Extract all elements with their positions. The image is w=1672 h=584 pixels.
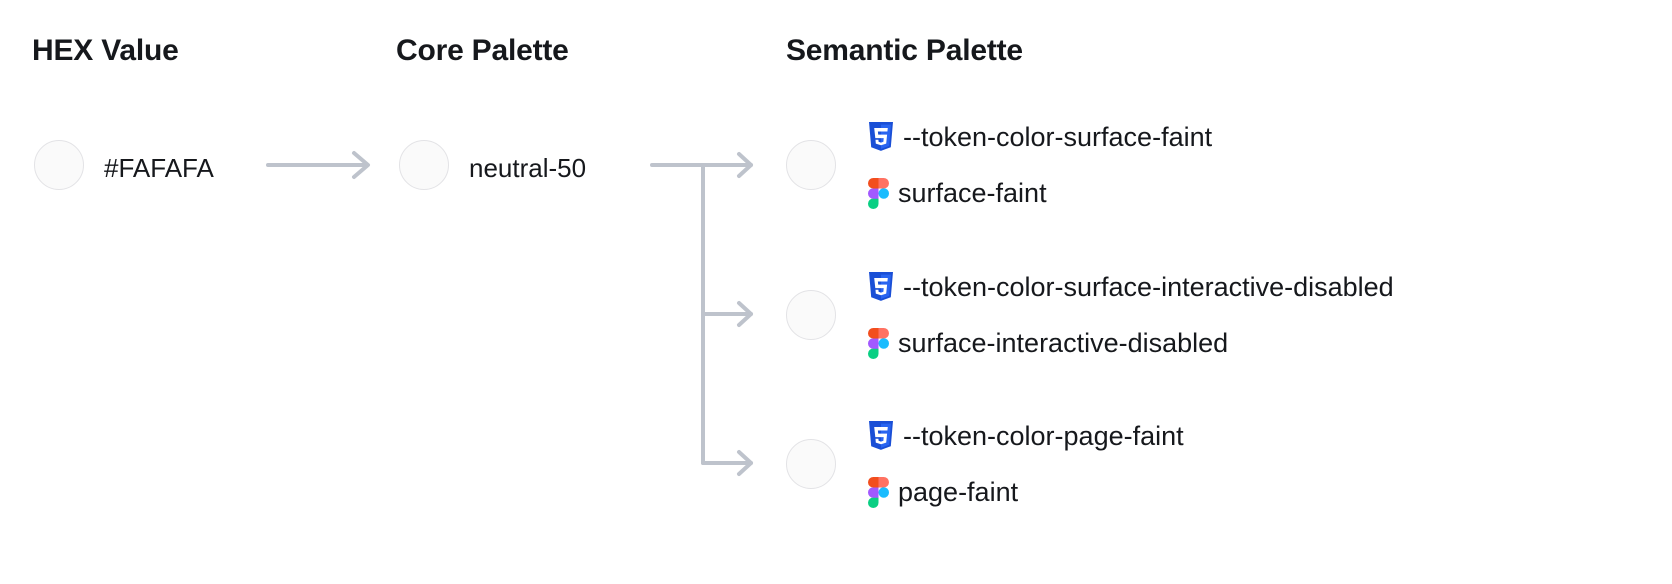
css3-icon (868, 421, 894, 451)
core-value-label: neutral-50 (469, 153, 587, 183)
semantic-color-swatch-page-faint[interactable] (786, 439, 836, 489)
css-token-name: --token-color-surface-interactive-disabl… (903, 271, 1394, 302)
semantic-color-swatch-surface-interactive-disabled[interactable] (786, 290, 836, 340)
semantic-color-swatch-surface-faint[interactable] (786, 140, 836, 190)
semantic-token-row: --token-color-surface-faint surface-fain… (868, 120, 1212, 210)
branch-connector-core-to-semantic-icon (650, 152, 753, 476)
semantic-token-row: --token-color-surface-interactive-disabl… (868, 270, 1394, 360)
figma-icon (868, 476, 889, 508)
hex-color-swatch[interactable] (34, 140, 84, 190)
hex-value-label: #FAFAFA (104, 153, 214, 183)
css-token-line: --token-color-surface-faint (868, 120, 1212, 154)
css-token-name: --token-color-surface-faint (903, 121, 1213, 152)
figma-icon (868, 177, 889, 209)
figma-token-line: page-faint (868, 475, 1184, 509)
figma-token-line: surface-interactive-disabled (868, 326, 1394, 360)
semantic-token-row: --token-color-page-faint page-faint (868, 419, 1184, 509)
figma-icon (868, 327, 889, 359)
css-token-line: --token-color-page-faint (868, 419, 1184, 453)
figma-token-name: surface-interactive-disabled (898, 327, 1229, 358)
figma-token-line: surface-faint (868, 176, 1212, 210)
css3-icon (868, 272, 894, 302)
core-color-swatch[interactable] (399, 140, 449, 190)
css-token-name: --token-color-page-faint (903, 420, 1184, 451)
css3-icon (868, 122, 894, 152)
column-header-core-palette: Core Palette (396, 34, 569, 67)
figma-token-name: page-faint (898, 476, 1019, 507)
column-header-semantic-palette: Semantic Palette (786, 34, 1023, 67)
column-header-hex-value: HEX Value (32, 34, 179, 67)
arrow-hex-to-core-icon (266, 151, 370, 179)
figma-token-name: surface-faint (898, 177, 1047, 208)
css-token-line: --token-color-surface-interactive-disabl… (868, 270, 1394, 304)
